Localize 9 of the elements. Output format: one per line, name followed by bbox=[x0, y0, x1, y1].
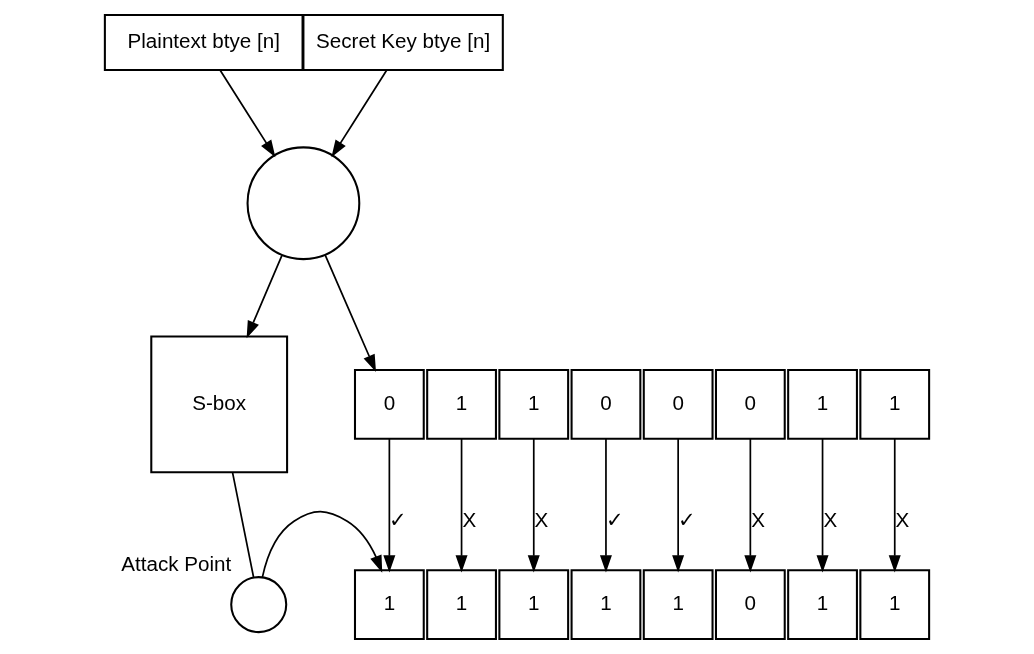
edge-label: ✓ bbox=[605, 507, 624, 531]
node-label: Attack Point bbox=[121, 552, 232, 576]
edge-label: X bbox=[751, 507, 765, 531]
edge-label: X bbox=[823, 507, 838, 531]
edge-label: ✓ bbox=[388, 507, 407, 531]
edge-label: X bbox=[462, 507, 477, 531]
edge-label: ✓ bbox=[677, 507, 696, 531]
edge-label: X bbox=[534, 507, 549, 531]
edge-label: X bbox=[895, 507, 910, 531]
